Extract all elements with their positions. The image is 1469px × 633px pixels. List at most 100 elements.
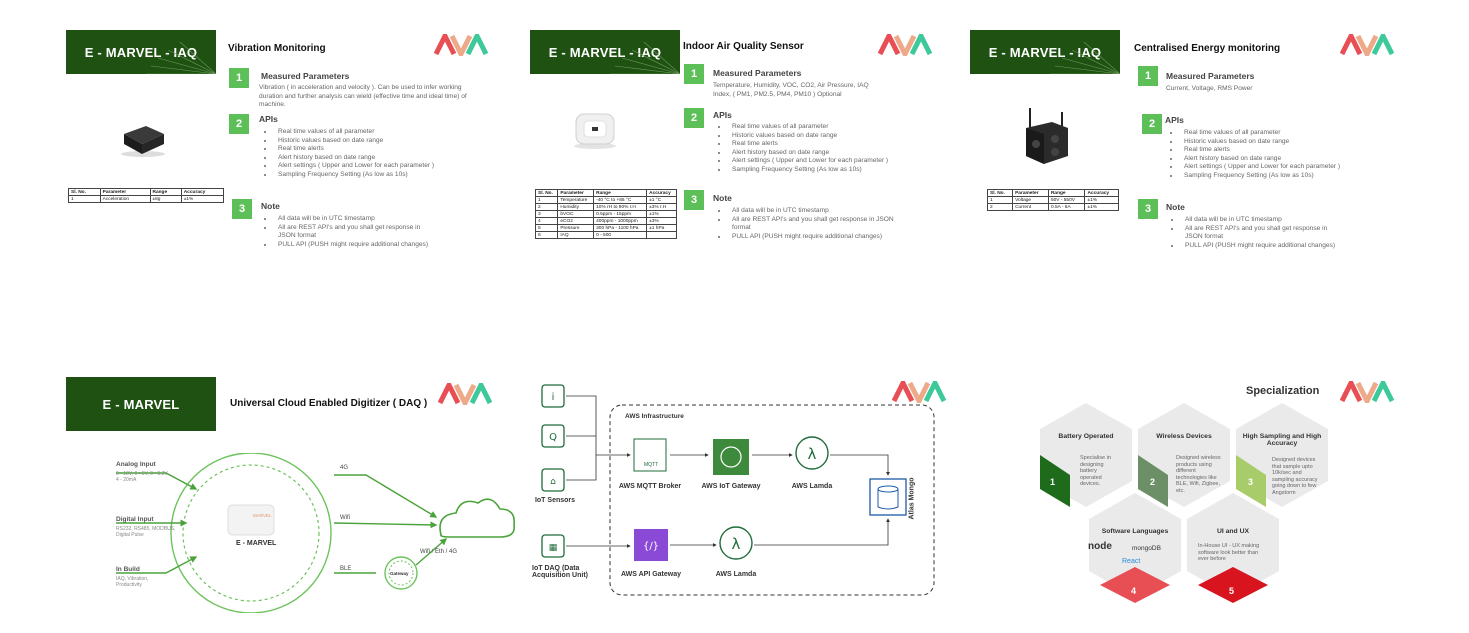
note-item: PULL API (PUSH might require additional … [274,241,434,250]
node-lamda-2: AWS Lamda [715,571,757,578]
slide-energy: E - MARVEL - IAQ Centralised Energy moni… [970,18,1430,308]
api-item: Real time values of all parameter [728,123,948,132]
svg-text:λ: λ [808,445,817,463]
api-list: Real time values of all parameter Histor… [264,128,494,179]
section-heading: Note [261,201,280,211]
svg-text:λ: λ [732,535,741,553]
api-list: Real time values of all parameter Histor… [718,123,948,174]
am-logo [878,34,932,56]
aws-diagram: i Q ⌂ ▦ λ {/} λ [541,384,935,596]
output-4g-label: 4G [340,465,349,471]
aws-infra-title: AWS Infrastructure [625,413,684,420]
svg-text:{/}: {/} [643,541,659,552]
hex-ui-ux-title: UI and UX [1216,528,1250,535]
api-list: Real time values of all parameter Histor… [1170,129,1400,180]
section-heading: Note [1166,202,1185,212]
vibration-sensor-image [121,126,165,157]
gateway-label: Gateway [390,571,409,576]
slide-title: Universal Cloud Enabled Digitizer ( DAQ … [230,398,428,409]
section-text: Current, Voltage, RMS Power [1166,85,1253,92]
section-text: Vibration ( in acceleration and velocity… [259,84,467,108]
energy-meter-image [1026,108,1068,164]
note-list: All data will be in UTC timestamp All ar… [264,215,434,249]
mongodb-logo: mongoDB [1132,545,1161,552]
section-heading: APIs [1165,115,1184,125]
analog-input-detail: 0 - 10V, 0 - 5V, 0 - 3.3V 4 - 20mA [116,471,168,483]
hex-wireless-num: 2 [1150,477,1156,487]
step-1-badge: 1 [684,64,704,84]
svg-text:Q: Q [549,432,557,443]
step-2-badge: 2 [1142,114,1162,134]
svg-text:▦: ▦ [549,543,558,553]
node-mqtt-broker: AWS MQTT Broker [618,483,682,490]
step-3-badge: 3 [1138,199,1158,219]
api-item: Real time values of all parameter [1180,129,1400,138]
hex-battery-num: 1 [1050,477,1056,487]
in-build-detail: IAQ, Vibration, Productivity [116,576,149,588]
api-item: Alert history based on date range [274,154,494,163]
hex-battery-title: Battery Operated [1058,433,1114,440]
api-item: Real time values of all parameter [274,128,494,137]
node-api-gateway: AWS API Gateway [620,571,682,578]
svg-text:i: i [552,392,555,403]
iot-daq-label: IoT DAQ (Data Acquisition Unit) [532,565,588,579]
section-heading: Measured Parameters [261,71,350,81]
node-lamda-1: AWS Lamda [791,483,833,490]
iaq-sensor-image [574,113,616,149]
step-2-badge: 2 [684,108,704,128]
in-build-label: In Build [116,566,140,573]
hex-ui-ux-num: 5 [1229,586,1235,596]
hex-accents [1040,455,1268,603]
note-list: All data will be in UTC timestamp All ar… [718,207,903,241]
note-list: All data will be in UTC timestamp All ar… [1171,216,1341,250]
api-item: Sampling Frequency Setting (As low as 10… [274,171,494,180]
api-item: Alert history based on date range [728,149,948,158]
node-logo: node [1088,541,1112,552]
note-item: All are REST API's and you shall get res… [274,224,434,241]
banner: E - MARVEL - IAQ [970,30,1120,74]
banner: E - MARVEL [66,377,216,431]
section-heading: Note [713,193,732,203]
note-item: All data will be in UTC timestamp [274,215,434,224]
api-item: Alert settings ( Upper and Lower for eac… [274,162,494,171]
slide-aws: i Q ⌂ ▦ λ {/} λ AWS Infrastructure MQTT … [530,365,990,625]
api-item: Alert settings ( Upper and Lower for eac… [728,157,948,166]
section-text: Temperature, Humidity, VOC, CO2, Air Pre… [713,82,869,98]
section-heading: APIs [259,114,278,124]
am-logo [892,381,946,403]
hex-ui-ux-text: In-House UI - UX making software look be… [1198,543,1260,562]
note-item: All are REST API's and you shall get res… [728,216,903,233]
hex-software-title: Software Languages [1101,528,1169,535]
section-heading: APIs [713,110,732,120]
slide-title: Vibration Monitoring [228,43,326,54]
api-item: Sampling Frequency Setting (As low as 10… [728,166,948,175]
atlas-mongo-label: Atlas Mongo [908,477,916,520]
section-heading: Measured Parameters [1166,71,1255,81]
hex-high-sampling-text: Designed devices that sample upto 10k/se… [1272,457,1318,496]
hex-wireless-title: Wireless Devices [1156,433,1212,440]
am-logo [438,383,492,405]
api-item: Real time alerts [274,145,494,154]
section-heading: Measured Parameters [713,68,802,78]
center-label: E - MARVEL [236,540,277,547]
slide-iaq: E - MARVEL - IAQ Indoor Air Quality Sens… [530,18,990,308]
api-item: Sampling Frequency Setting (As low as 10… [1180,172,1400,181]
api-item: Real time alerts [1180,146,1400,155]
slide-daq: E - MARVEL Universal Cloud Enabled Digit… [66,365,526,625]
react-logo: React [1122,558,1141,565]
daq-diagram [116,453,516,613]
api-item: Alert settings ( Upper and Lower for eac… [1180,163,1400,172]
note-item: All data will be in UTC timestamp [1181,216,1341,225]
step-1-badge: 1 [1138,66,1158,86]
digital-input-label: Digital Input [116,516,154,523]
hex-wireless-text: Designed wireless products using differe… [1176,455,1221,494]
slide-title: Specialization [1246,385,1320,397]
step-2-badge: 2 [229,114,249,134]
slide-vibration: E - MARVEL - IAQ Vibration Monitoring 1 … [66,18,526,308]
step-3-badge: 3 [232,199,252,219]
output-wifi-label: Wifi [340,515,350,521]
hex-high-sampling-num: 3 [1248,477,1254,487]
